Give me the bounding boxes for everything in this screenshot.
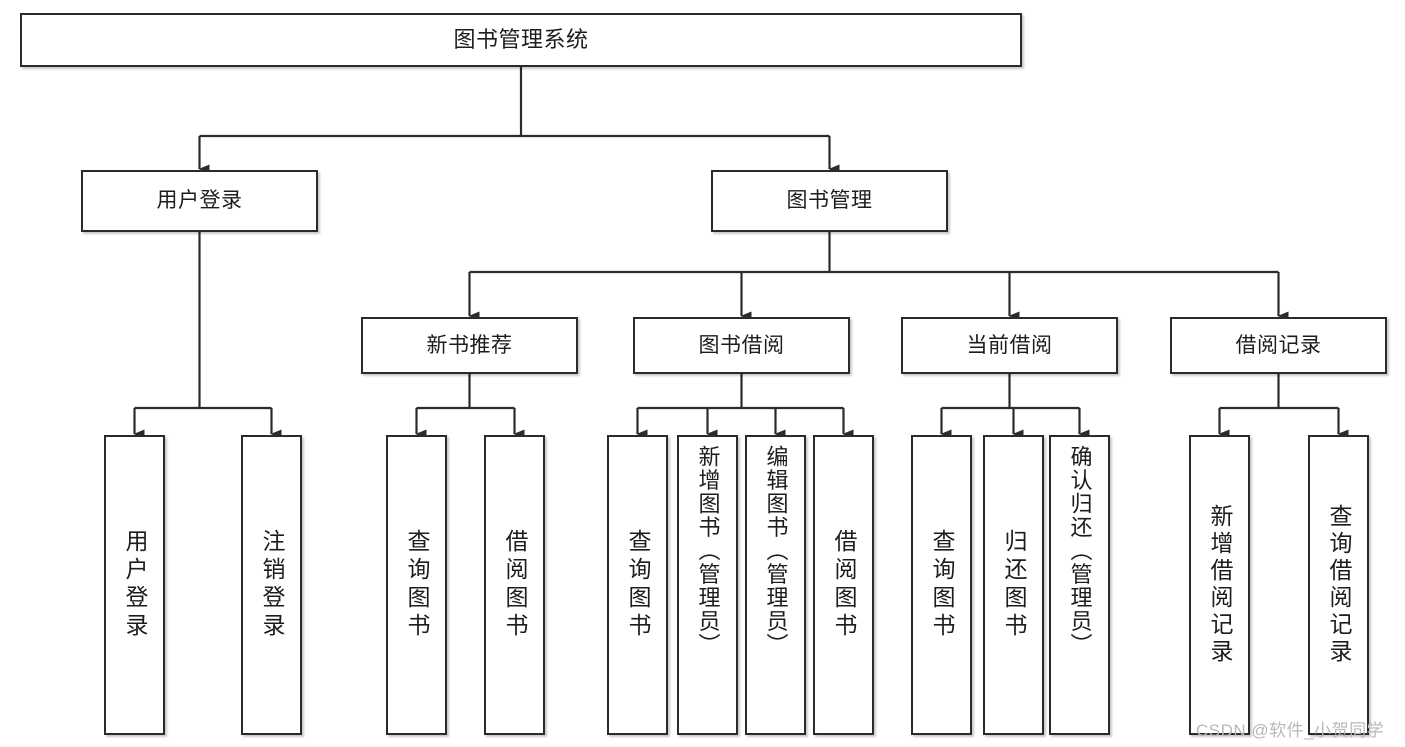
node-leaf-query-book-1-label: 查询图书 [404,529,430,641]
node-new-book-recommend-label: 新书推荐 [426,333,513,357]
node-user-login-label: 用户登录 [156,189,243,213]
node-leaf-add-book[interactable]: 新增图书（管理员） [677,435,738,735]
node-book-manage[interactable]: 图书管理 [711,170,948,232]
node-leaf-user-login-label: 用户登录 [122,529,148,641]
node-leaf-borrow-book-2-label: 借阅图书 [831,529,857,641]
node-leaf-query-book-2-label: 查询图书 [625,529,651,641]
node-borrow-record-label: 借阅记录 [1235,333,1322,357]
node-root[interactable]: 图书管理系统 [20,13,1022,67]
node-book-borrow-label: 图书借阅 [698,333,785,357]
node-leaf-confirm-return[interactable]: 确认归还（管理员） [1049,435,1110,735]
node-new-book-recommend[interactable]: 新书推荐 [361,317,578,374]
node-leaf-query-book-2[interactable]: 查询图书 [607,435,668,735]
node-book-borrow[interactable]: 图书借阅 [633,317,850,374]
node-leaf-borrow-book-1[interactable]: 借阅图书 [484,435,545,735]
node-leaf-query-book-3-label: 查询图书 [929,529,955,641]
node-leaf-edit-book[interactable]: 编辑图书（管理员） [745,435,806,735]
node-leaf-add-record[interactable]: 新增借阅记录 [1189,435,1250,735]
node-current-borrow[interactable]: 当前借阅 [901,317,1118,374]
node-leaf-user-logout[interactable]: 注销登录 [241,435,302,735]
node-user-login[interactable]: 用户登录 [81,170,318,232]
node-leaf-user-logout-label: 注销登录 [259,529,285,641]
node-leaf-user-login[interactable]: 用户登录 [104,435,165,735]
node-book-manage-label: 图书管理 [786,189,873,213]
node-leaf-query-record[interactable]: 查询借阅记录 [1308,435,1369,735]
node-borrow-record[interactable]: 借阅记录 [1170,317,1387,374]
node-leaf-query-book-1[interactable]: 查询图书 [386,435,447,735]
node-root-label: 图书管理系统 [453,26,589,52]
node-leaf-borrow-book-2[interactable]: 借阅图书 [813,435,874,735]
node-current-borrow-label: 当前借阅 [966,333,1053,357]
node-leaf-borrow-book-1-label: 借阅图书 [502,529,528,641]
node-leaf-return-book[interactable]: 归还图书 [983,435,1044,735]
node-leaf-query-book-3[interactable]: 查询图书 [911,435,972,735]
node-leaf-return-book-label: 归还图书 [1001,529,1027,641]
node-leaf-add-record-label: 新增借阅记录 [1207,504,1233,666]
node-leaf-query-record-label: 查询借阅记录 [1326,504,1352,666]
node-leaf-confirm-return-label: 确认归还（管理员） [1067,445,1093,657]
watermark: CSDN @软件_小贺同学 [1196,721,1385,740]
node-leaf-edit-book-label: 编辑图书（管理员） [763,445,789,657]
node-leaf-add-book-label: 新增图书（管理员） [695,445,721,657]
